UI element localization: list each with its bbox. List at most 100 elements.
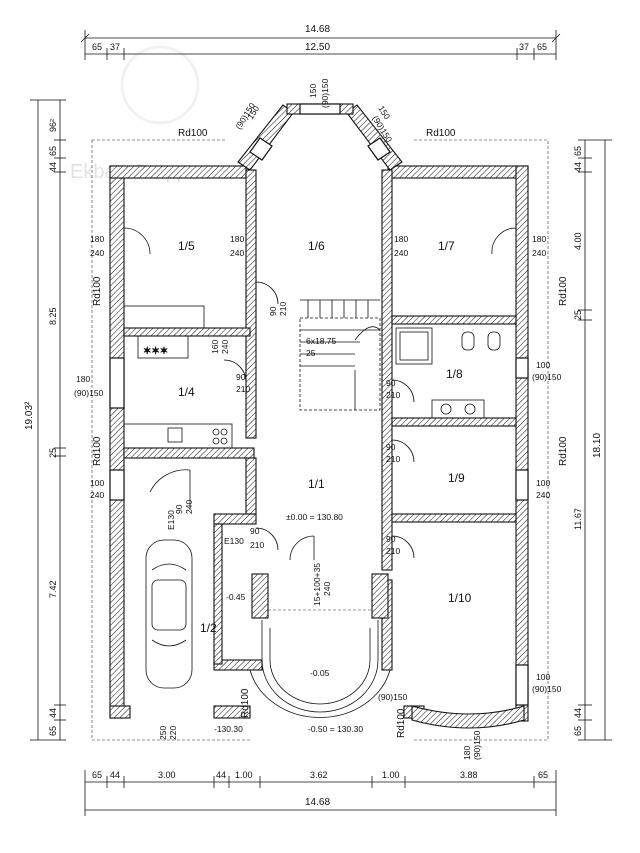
stairs-label: 6x18.75	[306, 336, 337, 346]
left-dim-825: 8.25	[48, 307, 58, 325]
window-100-c2: 240	[90, 490, 104, 500]
bottom-seg-6: 1.00	[382, 770, 400, 780]
window-100-a: 100	[536, 360, 550, 370]
window-90150-bay: (90)150	[378, 692, 408, 702]
room-1-2: 1/2	[200, 621, 217, 635]
watermark: Ekbaa Gruppen	[70, 45, 210, 183]
window-90150-e: (90)150	[74, 388, 104, 398]
door-210-b: 210	[236, 384, 250, 394]
window-180-c: 180	[394, 234, 408, 244]
window-180-d: 180	[532, 234, 546, 244]
bottom-seg-2: 3.00	[158, 770, 176, 780]
window-180-e: 180	[76, 374, 90, 384]
room-1-5: 1/5	[178, 239, 195, 253]
stairs-label-2: 25	[306, 348, 316, 358]
roof-outline	[91, 139, 549, 741]
window-90150-f: (90)150	[472, 730, 482, 760]
right-total-dim: 18.10	[592, 433, 603, 458]
stairs	[299, 299, 381, 411]
left-dimensions	[30, 99, 66, 741]
car-icon	[145, 539, 193, 689]
window-100-c: 100	[90, 478, 104, 488]
e130-b: E130	[224, 536, 244, 546]
exterior-walls	[109, 103, 529, 722]
windows	[109, 103, 529, 706]
left-dim-96: 96²	[48, 119, 58, 132]
window-180-a: 180	[90, 234, 104, 244]
front-porch	[249, 535, 391, 718]
window-240-b: 240	[230, 248, 244, 258]
door-90-d: 90	[386, 442, 396, 452]
room-1-4: 1/4	[178, 385, 195, 399]
door-210-a: 210	[278, 302, 288, 316]
bottom-seg-4: 1.00	[235, 770, 253, 780]
right-dim-400: 4.00	[573, 232, 583, 250]
e130-a: E130	[166, 510, 176, 530]
garage-220: 220	[168, 726, 178, 740]
level-porch: -0.05	[310, 668, 330, 678]
bay-top-90150: (90)150	[320, 78, 330, 108]
bathroom-fixtures	[395, 327, 501, 419]
room-1-6: 1/6	[308, 239, 325, 253]
window-100-b2: 240	[536, 490, 550, 500]
garage-250: 250	[158, 726, 168, 740]
rd100-left-2: Rd100	[92, 436, 103, 466]
left-total-dim: 19.03²	[24, 401, 35, 430]
entry-label-2: 240	[322, 582, 332, 596]
room-1-1: 1/1	[308, 477, 325, 491]
bottom-seg-1: 44	[110, 770, 120, 780]
bottom-dimensions	[84, 770, 557, 816]
bay-top-150: 150	[308, 84, 318, 98]
bottom-seg-5: 3.62	[310, 770, 328, 780]
right-dim-1167: 11.67	[573, 508, 583, 530]
right-dim-b44: 44	[573, 708, 583, 718]
top-dimensions	[80, 30, 561, 60]
bottom-seg-7: 3.88	[460, 770, 478, 780]
left-dim-44: 44	[48, 162, 58, 172]
door-90-b: 90	[236, 372, 246, 382]
door-240-g: 240	[184, 500, 194, 514]
interior-walls	[123, 169, 517, 671]
level-outside: -0.50 = 130.30	[308, 724, 363, 734]
top-inner-dim: 12.50	[305, 42, 330, 53]
door-210-c: 210	[386, 390, 400, 400]
level-garage: -0.45	[226, 592, 246, 602]
rd100-top-right: Rd100	[426, 128, 456, 139]
rd100-top-left: Rd100	[178, 128, 208, 139]
rd100-bottom-2: Rd100	[396, 708, 407, 738]
door-90-c: 90	[386, 378, 396, 388]
left-dim-742: 7.42	[48, 580, 58, 598]
room-1-9: 1/9	[448, 471, 465, 485]
level-main: ±0.00 = 130.80	[286, 512, 343, 522]
hob-icon: ✶✶✶	[143, 346, 168, 357]
room-1-8: 1/8	[446, 367, 463, 381]
door-240: 240	[220, 340, 230, 354]
top-left-65: 65	[92, 42, 102, 52]
left-dim-25: 25	[48, 448, 58, 458]
left-dim-b65: 65	[48, 726, 58, 736]
window-240-c: 240	[394, 248, 408, 258]
door-90-e: 90	[386, 534, 396, 544]
door-210-f: 210	[250, 540, 264, 550]
right-dimensions	[578, 139, 612, 741]
rd100-left-1: Rd100	[92, 276, 103, 306]
right-dim-44: 44	[573, 162, 583, 172]
bottom-total-dim: 14.68	[305, 797, 330, 808]
door-90-a: 90	[268, 306, 278, 316]
right-dim-b65: 65	[573, 726, 583, 736]
room-1-7: 1/7	[438, 239, 455, 253]
left-dim-b44: 44	[48, 708, 58, 718]
rd100-bottom-1: Rd100	[240, 688, 251, 718]
door-160: 160	[210, 340, 220, 354]
door-210-d: 210	[386, 454, 400, 464]
room-1-10: 1/10	[448, 591, 472, 605]
door-210-e: 210	[386, 546, 400, 556]
entry-label: 15+100+35	[312, 563, 322, 606]
top-left-37: 37	[110, 42, 120, 52]
window-100-a2: (90)150	[532, 372, 562, 382]
kitchen-fixtures: ✶✶✶	[123, 305, 233, 449]
window-100-d: 100	[536, 672, 550, 682]
bottom-seg-3: 44	[216, 770, 226, 780]
bottom-seg-8: 65	[538, 770, 548, 780]
